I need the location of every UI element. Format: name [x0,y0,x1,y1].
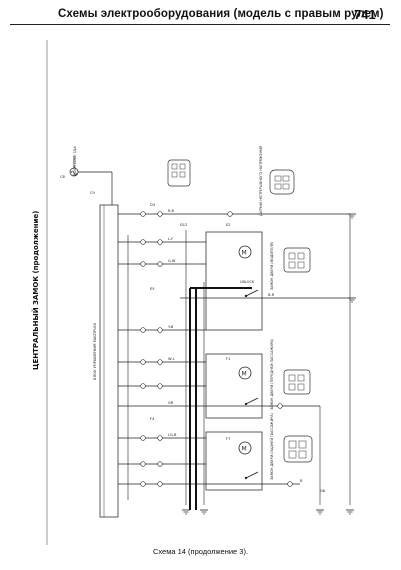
multiplex-unit-box [99,204,119,518]
actuator-3-box [205,431,263,491]
svg-text:M: M [242,446,247,453]
keyless-unit-box [205,231,263,331]
connector-circle-13 [140,461,146,467]
ground-group [182,213,356,515]
connector-circle-10 [157,383,163,389]
connector-pinout-3-icon [283,247,311,273]
page-number: 741 [354,7,376,22]
connector-ref-label: C8 [60,175,66,179]
connector-circle-18 [157,211,163,217]
section-title: ЦЕНТРАЛЬНЫЙ ЗАМОК (продолжение) [31,211,40,370]
wire-color-codes: R-B L-Y G-W B-R Y-B W-L GR LG-B B [168,209,303,483]
ground-5-icon [316,509,324,515]
actuator-2-label: ЗАМОК ДВЕРИ (ПЕРЕДНЕЙ ПАССАЖИРА) [269,338,274,410]
actuator-3-label: ЗАМОК ДВЕРИ (ЗАДНЕЙ ПАССАЖИРА) [269,412,274,480]
wire-code-label: B-R [268,293,275,297]
connector-circle-21 [287,481,293,487]
door-switch-3-icon [244,471,259,480]
wire-code-label: W-L [168,357,175,361]
ground-6-icon [346,509,354,515]
fuse-label: DOOR LOCK 15A [73,146,77,176]
connector-circle-2 [157,239,163,245]
connector-ref-label: E5 [150,287,155,291]
keyless-unit-label: ДАТЧИК НЕПРЕРЫВНОГО НАПРЯЖЕНИЯ [259,145,263,216]
page-header: Схемы электрооборудования (модель с прав… [0,0,401,34]
connector-pinout-1-icon [167,159,191,187]
svg-text:M: M [242,250,247,257]
motor-1-icon: M [238,245,252,259]
wire-code-label: GR [168,401,174,405]
ground-3-icon [182,509,190,515]
connector-ref-label: F1 [226,357,230,361]
ground-4-icon [200,509,208,515]
wire-code-label: L-Y [168,237,174,241]
connector-pinout-4-icon [283,369,311,395]
connector-pinout-2-icon [269,169,295,195]
page-header-title: Схемы электрооборудования (модель с прав… [58,8,384,20]
connector-ref-label: D3 [150,203,155,207]
ground-1-icon [348,213,356,219]
connector-ref-label: G6 [320,489,326,493]
connector-ref-label: E2 [226,223,231,227]
connector-circle-19 [227,211,233,217]
motor-3-icon: M [238,441,252,455]
connector-circle-8 [157,359,163,365]
door-switch-1-icon [244,289,259,298]
connector-ref-label: D12 [180,223,187,227]
unlock-switch-label: UNLOCK [240,280,255,284]
connector-ref-label: C9 [90,191,96,195]
header-rule [10,24,390,25]
wire-code-label: G-W [168,259,176,263]
wire-code-label: B [300,479,303,483]
connector-ref-label: F4 [150,417,155,421]
wire-group [118,213,351,505]
connector-circle-11 [140,435,146,441]
connector-circle-17 [140,211,146,217]
connector-circle-6 [157,327,163,333]
connector-circle-3 [140,261,146,267]
connector-circle-9 [140,383,146,389]
connector-circle-12 [157,435,163,441]
door-switch-2-icon [244,397,259,406]
ground-2-icon [348,297,356,303]
actuator-2-box [205,353,263,419]
wire-code-label: R-B [168,209,175,213]
connector-circle-4 [157,261,163,267]
connector-circle-1 [140,239,146,245]
wire-code-label: LG-B [168,433,177,437]
wire-code-label: Y-B [168,325,174,329]
connector-ref-label: F7 [226,437,230,441]
multiplex-unit-label: БЛОК УПРАВЛЕНИЯ MULTIPLEX [93,322,97,380]
bus-wire-group [189,287,252,510]
connector-group [140,211,293,487]
connector-circle-15 [140,481,146,487]
connector-circle-7 [140,359,146,365]
connector-pinout-5-icon [283,435,313,463]
connector-circle-16 [157,481,163,487]
connector-circle-20 [277,403,283,409]
actuator-1-label: ЗАМОК ДВЕРИ (ВОДИТЕЛЯ) [270,241,274,290]
figure-caption: Схема 14 (продолжение 3). [152,547,249,556]
connector-circle-5 [140,327,146,333]
motor-2-icon: M [238,366,252,380]
connector-circle-14 [157,461,163,467]
svg-text:M: M [242,371,247,378]
